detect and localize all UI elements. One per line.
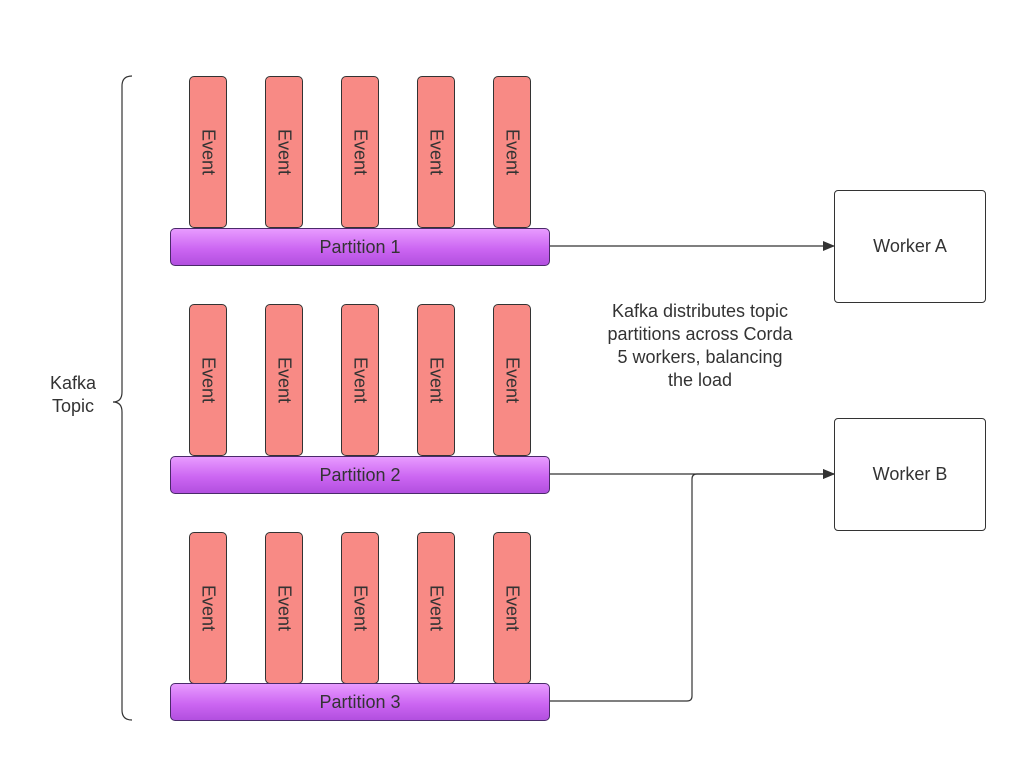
event-label: Event xyxy=(198,584,219,632)
event-label: Event xyxy=(426,356,447,404)
event-p1-1: Event xyxy=(189,76,227,228)
annotation-line-3: 5 workers, balancing xyxy=(617,347,783,367)
event-p2-5: Event xyxy=(493,304,531,456)
event-label: Event xyxy=(274,584,295,632)
topic-label-line-1: Kafka xyxy=(49,373,97,393)
annotation-line-2: partitions across Corda xyxy=(607,324,793,344)
worker-a-label: Worker A xyxy=(873,236,947,256)
event-p3-3: Event xyxy=(341,532,379,684)
event-label: Event xyxy=(198,128,219,176)
event-p1-3: Event xyxy=(341,76,379,228)
topic-brace xyxy=(112,75,133,721)
annotation-line-1: Kafka distributes topic xyxy=(611,301,789,321)
topic-label: Kafka Topic xyxy=(34,372,112,418)
annotation-text: Kafka distributes topic partitions acros… xyxy=(580,300,820,392)
event-p1-5: Event xyxy=(493,76,531,228)
event-label: Event xyxy=(426,584,447,632)
event-p3-5: Event xyxy=(493,532,531,684)
partition-1-label: Partition 1 xyxy=(319,236,401,257)
event-p2-2: Event xyxy=(265,304,303,456)
event-p3-1: Event xyxy=(189,532,227,684)
partition-1: Partition 1 xyxy=(170,228,550,266)
event-p1-4: Event xyxy=(417,76,455,228)
topic-label-line-2: Topic xyxy=(51,396,95,416)
event-label: Event xyxy=(274,128,295,176)
event-p1-2: Event xyxy=(265,76,303,228)
event-label: Event xyxy=(350,584,371,632)
event-p2-4: Event xyxy=(417,304,455,456)
partition-2: Partition 2 xyxy=(170,456,550,494)
event-p2-3: Event xyxy=(341,304,379,456)
worker-b-box: Worker B xyxy=(834,418,986,531)
event-p3-4: Event xyxy=(417,532,455,684)
partition-3-label: Partition 3 xyxy=(319,691,401,712)
event-label: Event xyxy=(502,128,523,176)
partition-2-label: Partition 2 xyxy=(319,464,401,485)
worker-b-label: Worker B xyxy=(872,464,948,484)
event-label: Event xyxy=(198,356,219,404)
event-label: Event xyxy=(502,356,523,404)
event-label: Event xyxy=(350,128,371,176)
event-label: Event xyxy=(426,128,447,176)
event-p2-1: Event xyxy=(189,304,227,456)
worker-a-box: Worker A xyxy=(834,190,986,303)
connector-partition-3-to-worker-b xyxy=(550,469,835,702)
event-label: Event xyxy=(274,356,295,404)
event-label: Event xyxy=(502,584,523,632)
event-p3-2: Event xyxy=(265,532,303,684)
event-label: Event xyxy=(350,356,371,404)
partition-3: Partition 3 xyxy=(170,683,550,721)
annotation-line-4: the load xyxy=(667,370,733,390)
